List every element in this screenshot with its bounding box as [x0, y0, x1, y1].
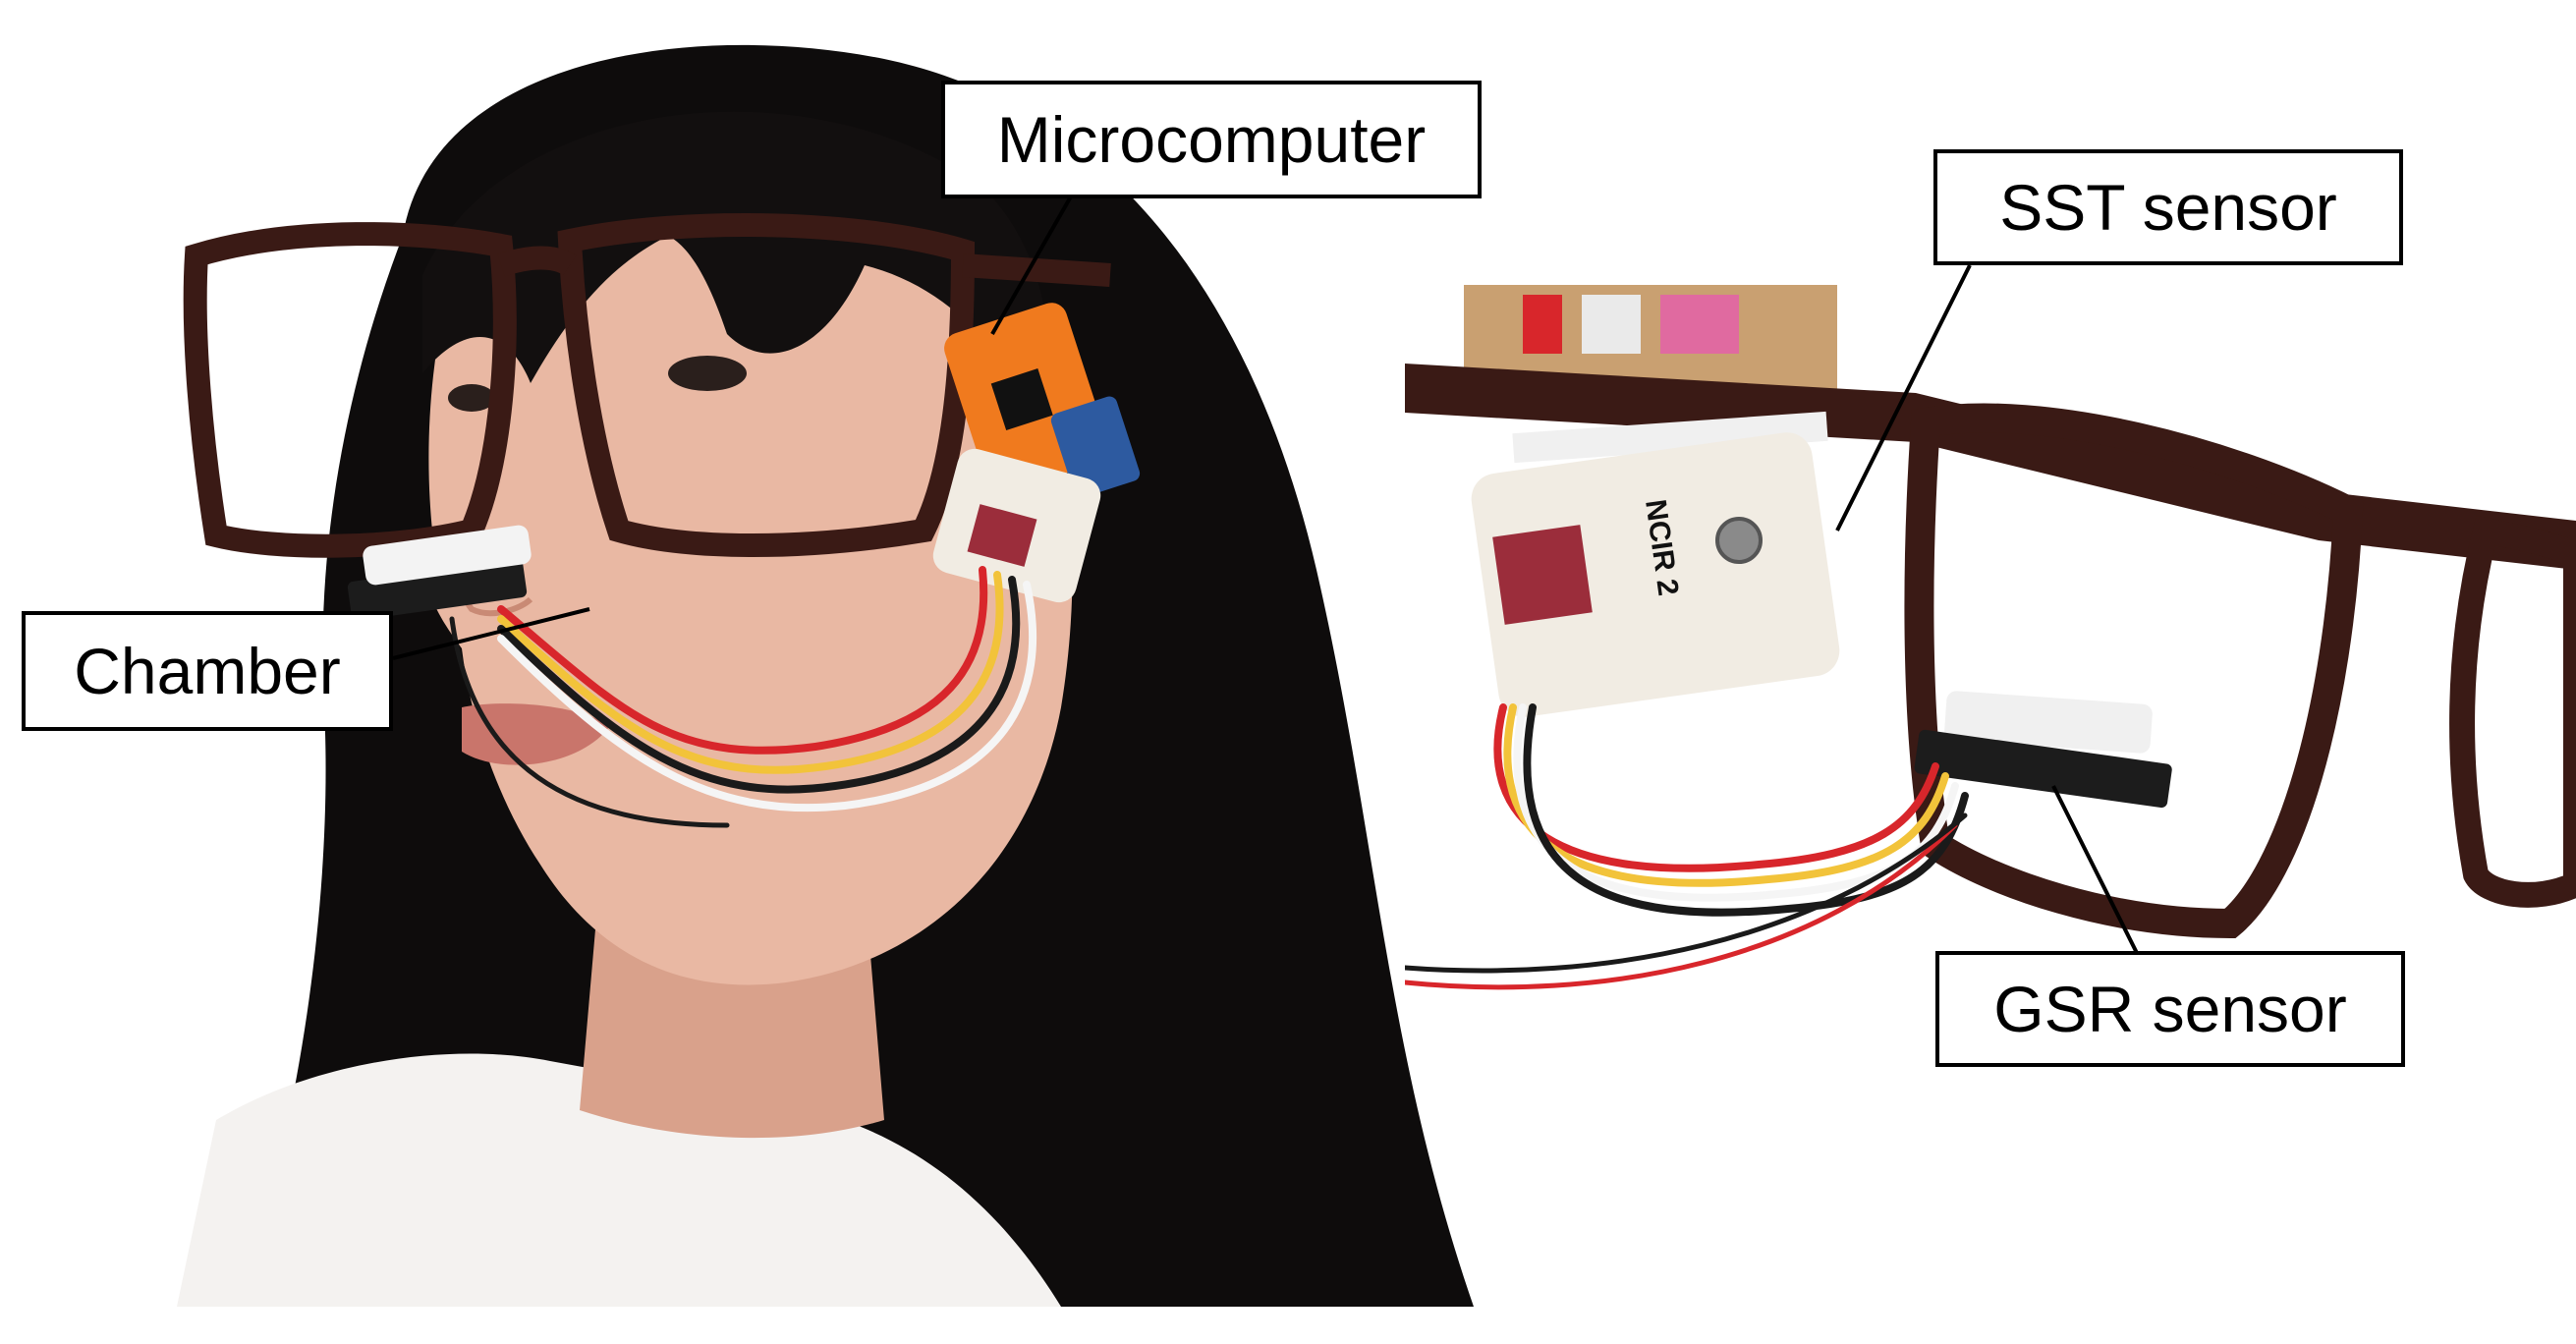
gsr-sensor-label: GSR sensor: [1935, 951, 2405, 1067]
ncir-connector: [1492, 525, 1593, 625]
sst-sensor-lens: [1715, 517, 1763, 564]
left-photo: [177, 20, 1503, 1307]
right-photo-illustration: NCIR 2: [1405, 285, 2576, 990]
board-chip-pink: [1660, 295, 1739, 354]
microcomputer-label: Microcomputer: [941, 81, 1482, 198]
chamber-device: [347, 558, 528, 621]
microcomputer-device: [944, 303, 1141, 498]
chamber-velcro: [363, 525, 532, 586]
left-eye: [448, 384, 495, 412]
glasses-lens-frame: [1904, 403, 2364, 939]
shirt: [177, 1053, 1061, 1307]
sst-sensor-label: SST sensor: [1933, 149, 2403, 265]
wires: [449, 566, 1037, 828]
board-chip-white: [1582, 295, 1641, 354]
right-photo: NCIR 2: [1405, 275, 2576, 1051]
white-module-connector: [967, 504, 1037, 567]
velcro-top: [1512, 411, 1828, 464]
bangs: [422, 111, 1049, 432]
glasses-lens-frame-right: [2449, 515, 2576, 908]
chamber-label: Chamber: [22, 611, 393, 731]
mouth: [462, 703, 609, 765]
board-chip-red: [1523, 295, 1562, 354]
glasses-frame-top: [1405, 364, 2576, 570]
wires-right: [1405, 703, 1969, 990]
right-eye: [668, 356, 747, 391]
left-photo-illustration: [177, 44, 1474, 1307]
velcro-bottom: [1944, 691, 2153, 754]
ncir-module: [1471, 432, 1840, 717]
